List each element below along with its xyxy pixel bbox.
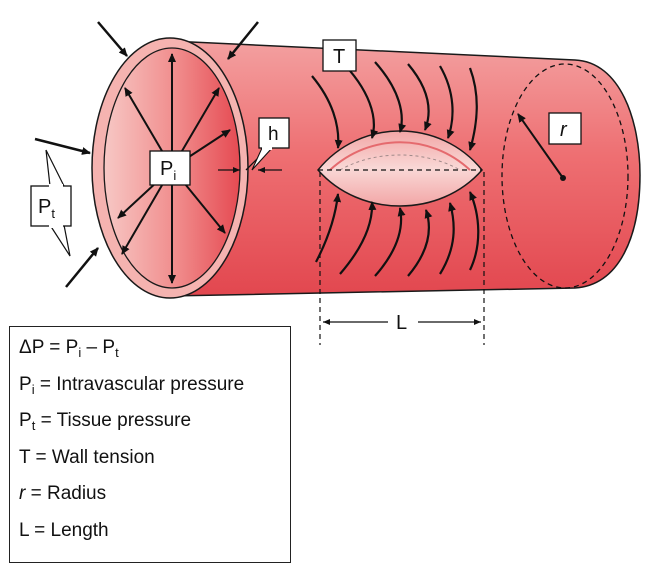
r-label: r xyxy=(560,119,568,141)
legend-delta-p: ΔP = Pi – Pt xyxy=(19,337,119,360)
t-label: T xyxy=(333,46,345,68)
pt-label: Pt xyxy=(38,196,55,221)
tissue-pressure-arrows xyxy=(34,21,259,288)
h-label-box xyxy=(258,117,290,149)
legend-t: T = Wall tension xyxy=(19,446,155,468)
h-label: h xyxy=(268,124,279,145)
legend-pi: Pi = Intravascular pressure xyxy=(19,373,245,397)
far-end-cross-section xyxy=(501,63,629,289)
radius-center-dot xyxy=(560,175,566,181)
pt-callout-pointer xyxy=(45,149,65,187)
legend-box: ΔP = Pi – Pt Pi = Intravascular pressure… xyxy=(9,326,291,563)
pi-label-box xyxy=(149,150,191,186)
r-label-box xyxy=(548,112,582,145)
length-dimension xyxy=(319,172,485,345)
t-label-box xyxy=(322,39,357,72)
radius-arrow xyxy=(517,113,564,179)
legend-r: r = Radius xyxy=(19,483,107,504)
pi-label: Pi xyxy=(160,158,176,183)
legend-l: L = Length xyxy=(19,519,109,541)
l-label: L xyxy=(396,312,407,334)
legend-pt: Pt = Tissue pressure xyxy=(19,410,192,433)
